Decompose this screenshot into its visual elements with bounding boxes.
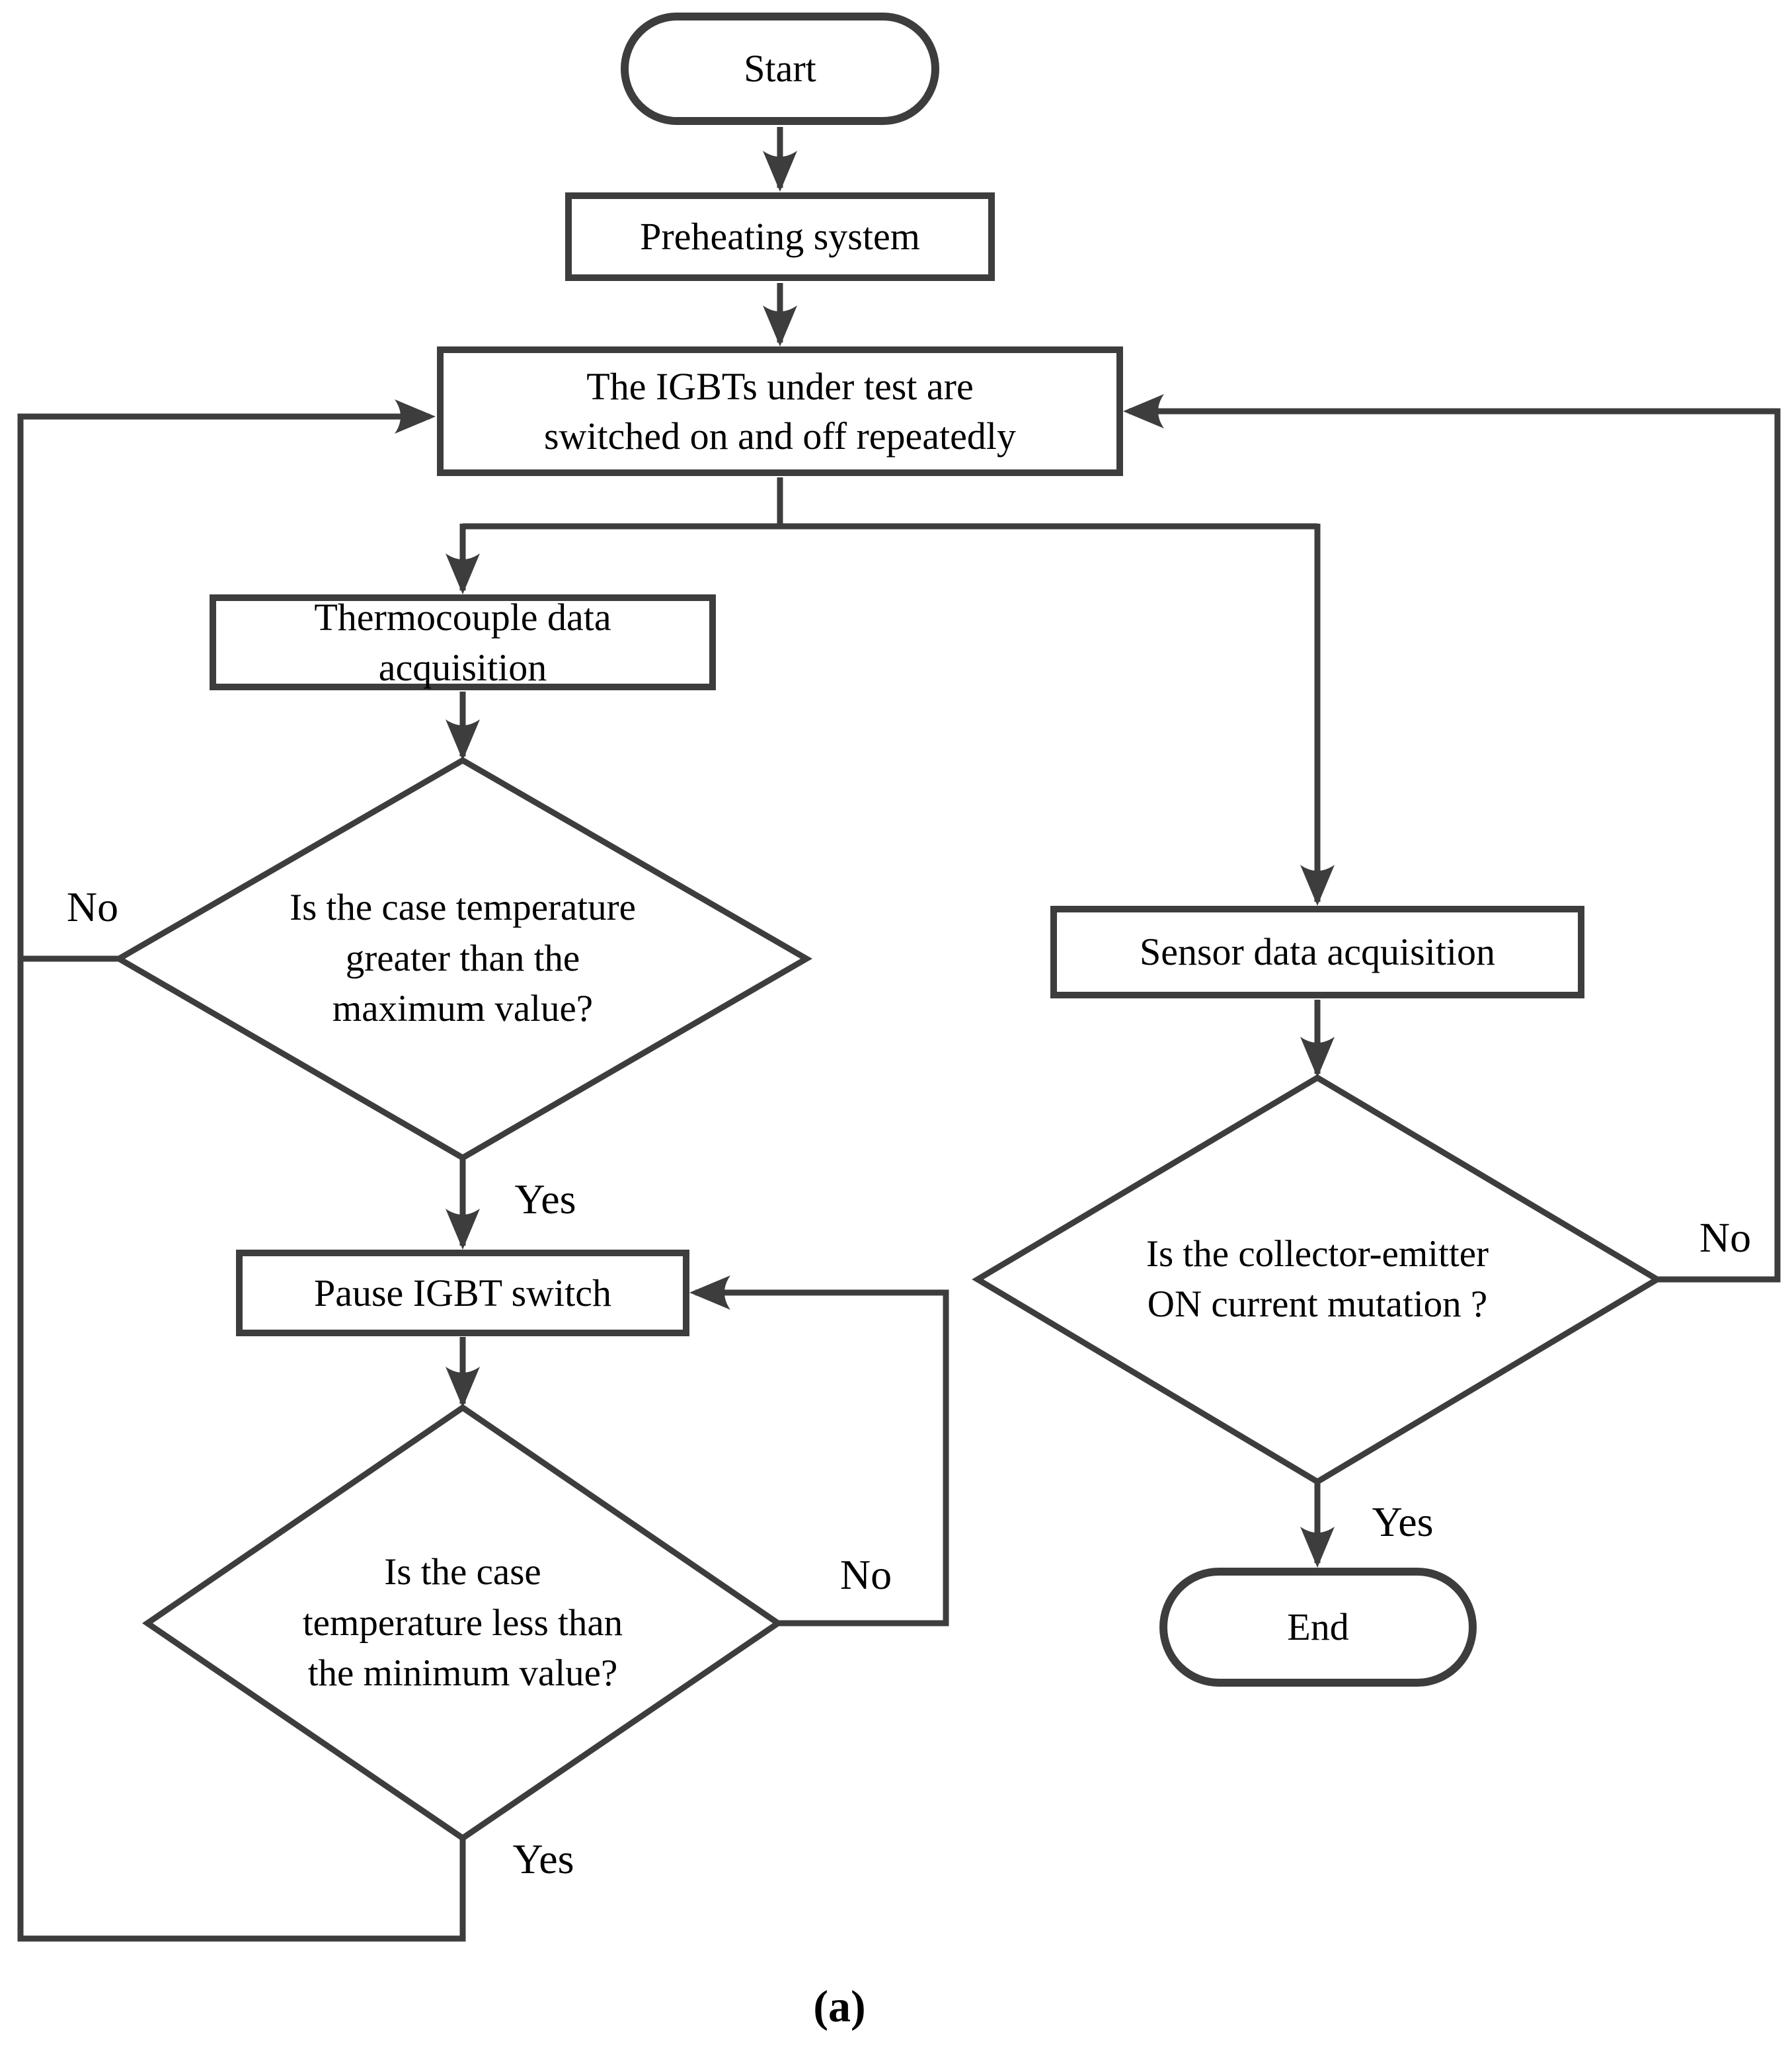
- arrowhead-split-sensor: [1300, 865, 1335, 906]
- node-preheating-label: Preheating system: [640, 215, 920, 259]
- arrowhead-sensor-decision3: [1300, 1037, 1335, 1078]
- edge-label-collector-emitter-no: No: [1699, 1214, 1752, 1261]
- arrowhead-start-preheating: [763, 151, 797, 192]
- edge-label-case-temp-min-yes: Yes: [512, 1835, 574, 1882]
- decision-case-temp-min-shape: [142, 1404, 783, 1842]
- node-thermocouple: Thermocouple data acquisition: [210, 594, 716, 690]
- node-end-label: End: [1287, 1605, 1349, 1649]
- arrowhead-decision3-yes-end: [1300, 1527, 1335, 1568]
- node-end: End: [1159, 1568, 1477, 1687]
- decision-case-temp-min-label: Is the case temperature less than the mi…: [302, 1551, 623, 1695]
- arrowhead-decision1-yes-pause: [446, 1209, 480, 1250]
- edge-label-case-temp-min-no: No: [839, 1551, 892, 1598]
- edge-decision2-yes-loop: [17, 413, 466, 1942]
- edge-label-collector-emitter-yes: Yes: [1372, 1498, 1434, 1545]
- arrowhead-decision2-no-pause: [689, 1275, 730, 1310]
- arrowhead-loop-igbt-left: [395, 399, 436, 434]
- node-preheating: Preheating system: [565, 192, 995, 281]
- node-sensor: Sensor data acquisition: [1050, 906, 1584, 998]
- arrowhead-loop-igbt-right: [1123, 394, 1164, 428]
- node-pause-igbt: Pause IGBT switch: [236, 1250, 689, 1336]
- node-igbt-switching-label: The IGBTs under test are switched on and…: [543, 364, 1016, 458]
- arrowhead-split-thermocouple: [446, 553, 480, 594]
- node-start: Start: [621, 13, 939, 125]
- figure-caption: (a): [813, 1981, 866, 2031]
- node-igbt-switching: The IGBTs under test are switched on and…: [437, 346, 1123, 476]
- edge-label-case-temp-max-no: No: [66, 883, 119, 930]
- decision-collector-emitter-label: Is the collector-emitter ON current muta…: [1146, 1232, 1489, 1325]
- edge-decision3-no-loop: [1129, 408, 1781, 1283]
- arrowhead-thermocouple-decision1: [446, 719, 480, 760]
- node-pause-igbt-label: Pause IGBT switch: [313, 1271, 611, 1314]
- node-thermocouple-label: Thermocouple data acquisition: [314, 596, 611, 689]
- node-start-label: Start: [744, 47, 816, 91]
- decision-case-temp-max-label: Is the case temperature greater than the…: [290, 887, 636, 1030]
- arrowhead-preheating-igbt: [763, 305, 797, 346]
- decision-collector-emitter-shape: [972, 1074, 1663, 1486]
- decision-case-temp-max-shape: [113, 756, 812, 1162]
- edge-decision2-no-loop: [695, 1289, 949, 1627]
- arrowhead-pause-decision2: [446, 1367, 480, 1408]
- edge-label-case-temp-max-yes: Yes: [514, 1176, 576, 1223]
- node-sensor-label: Sensor data acquisition: [1139, 930, 1495, 974]
